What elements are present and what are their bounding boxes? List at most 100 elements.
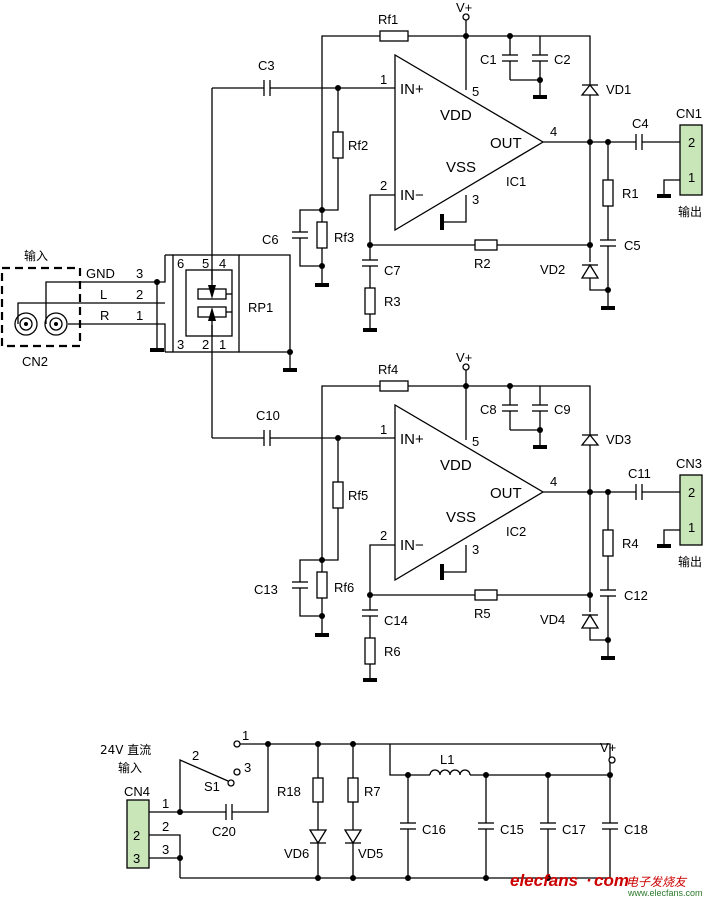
s1-pin2: 2 <box>192 748 199 763</box>
watermark-brand: elecfans <box>510 871 578 890</box>
r6-label: R6 <box>384 644 401 659</box>
c14-label: C14 <box>384 613 408 628</box>
rp1-pin4: 4 <box>219 256 226 271</box>
r2-label: R2 <box>474 256 491 271</box>
cn3-pin2: 2 <box>688 485 695 500</box>
c11-label: C11 <box>628 466 651 481</box>
ic2-pin4: 4 <box>550 474 557 489</box>
ic1-pin5: 5 <box>472 84 479 99</box>
vplus-1: V+ <box>456 0 472 15</box>
r-pin: 1 <box>136 308 143 323</box>
ic2-in-plus: IN+ <box>400 431 424 448</box>
channel-1-labels: V+ Rf1 C3 C1 C2 VD1 CN1 C4 2 1 输出 Rf2 Rf… <box>258 0 702 309</box>
cn4-pin1: 1 <box>162 796 169 811</box>
rf1-label: Rf1 <box>378 12 398 27</box>
vd3-label: VD3 <box>606 432 631 447</box>
cn1-pin1: 1 <box>688 170 695 185</box>
rp1-label: RP1 <box>248 300 273 315</box>
ic2-pin1: 1 <box>380 422 387 437</box>
watermark-dot: · <box>586 871 592 890</box>
c5-label: C5 <box>624 238 641 253</box>
ic2-vdd: VDD <box>440 457 472 474</box>
r4-label: R4 <box>622 536 639 551</box>
c1-label: C1 <box>480 52 497 67</box>
vd1-label: VD1 <box>606 82 631 97</box>
cn3-pin1: 1 <box>688 520 695 535</box>
rf6-label: Rf6 <box>334 580 354 595</box>
c3-label: C3 <box>258 58 275 73</box>
ic1-pin4: 4 <box>550 124 557 139</box>
ic2-out: OUT <box>490 485 522 502</box>
r-label: R <box>100 308 109 323</box>
s1-pin3: 3 <box>244 760 251 775</box>
cn4-node2: 2 <box>162 819 169 834</box>
cn2-label: CN2 <box>22 354 48 369</box>
gnd-pin: 3 <box>136 266 143 281</box>
c20-label: C20 <box>212 824 236 839</box>
ic2-in-minus: IN− <box>400 537 424 554</box>
c2-label: C2 <box>554 52 571 67</box>
vplus-2: V+ <box>456 350 472 365</box>
ic1-out: OUT <box>490 135 522 152</box>
r1-label: R1 <box>622 186 639 201</box>
input-label: 输入 <box>24 248 48 263</box>
ic1-label: IC1 <box>506 174 526 189</box>
rp1-pin6: 6 <box>177 256 184 271</box>
ic1-pin1: 1 <box>380 72 387 87</box>
rp1-pin2: 2 <box>202 337 209 352</box>
r3-label: R3 <box>384 294 401 309</box>
rf2-label: Rf2 <box>348 138 368 153</box>
ic2-pin5: 5 <box>472 434 479 449</box>
ic1-pin3: 3 <box>472 192 479 207</box>
ic1-in-plus: IN+ <box>400 81 424 98</box>
c6-label: C6 <box>262 232 279 247</box>
vd6-label: VD6 <box>284 846 309 861</box>
rf5-label: Rf5 <box>348 488 368 503</box>
l-label: L <box>100 287 107 302</box>
c12-label: C12 <box>624 588 648 603</box>
c16-label: C16 <box>422 822 446 837</box>
power-supply-section <box>126 740 618 881</box>
cn4-label: CN4 <box>124 784 150 799</box>
ic2-vss: VSS <box>446 509 476 526</box>
power-title-1: 24V 直流 <box>100 743 151 757</box>
watermark-sub: www.elecfans.com <box>627 888 703 898</box>
vd4-label: VD4 <box>540 612 565 627</box>
c7-label: C7 <box>384 263 401 278</box>
rf4-label: Rf4 <box>378 362 398 377</box>
cn1-label: CN1 <box>676 106 702 121</box>
rf3-label: Rf3 <box>334 230 354 245</box>
gnd-label: GND <box>86 266 115 281</box>
vd5-label: VD5 <box>358 846 383 861</box>
cn3-label: CN3 <box>676 456 702 471</box>
r5-label: R5 <box>474 606 491 621</box>
rp1-pin5: 5 <box>202 256 209 271</box>
ic1-in-minus: IN− <box>400 187 424 204</box>
r7-label: R7 <box>364 784 381 799</box>
c10-label: C10 <box>256 408 280 423</box>
s1-pin1: 1 <box>242 728 249 743</box>
power-labels: 24V 直流 输入 CN4 1 2 3 2 3 S1 1 2 3 C20 R18… <box>100 728 648 866</box>
r18-label: R18 <box>277 784 301 799</box>
l1-label: L1 <box>440 752 454 767</box>
out-label-1: 输出 <box>678 204 702 219</box>
ic2-pin2: 2 <box>380 528 387 543</box>
cn1-pin2: 2 <box>688 135 695 150</box>
ic2-label: IC2 <box>506 524 526 539</box>
s1-label: S1 <box>204 779 220 794</box>
watermark: elecfans · com 电子发烧友 www.elecfans.com <box>510 871 703 898</box>
watermark-domain: com <box>594 871 629 890</box>
l-pin: 2 <box>136 287 143 302</box>
cn4-node3: 3 <box>162 842 169 857</box>
c13-label: C13 <box>254 582 278 597</box>
c9-label: C9 <box>554 402 571 417</box>
ic1-vdd: VDD <box>440 107 472 124</box>
rp1-pin3: 3 <box>177 337 184 352</box>
c17-label: C17 <box>562 822 586 837</box>
vd2-label: VD2 <box>540 262 565 277</box>
rp1-potentiometer <box>165 254 297 372</box>
out-label-2: 输出 <box>678 554 702 569</box>
c15-label: C15 <box>500 822 524 837</box>
